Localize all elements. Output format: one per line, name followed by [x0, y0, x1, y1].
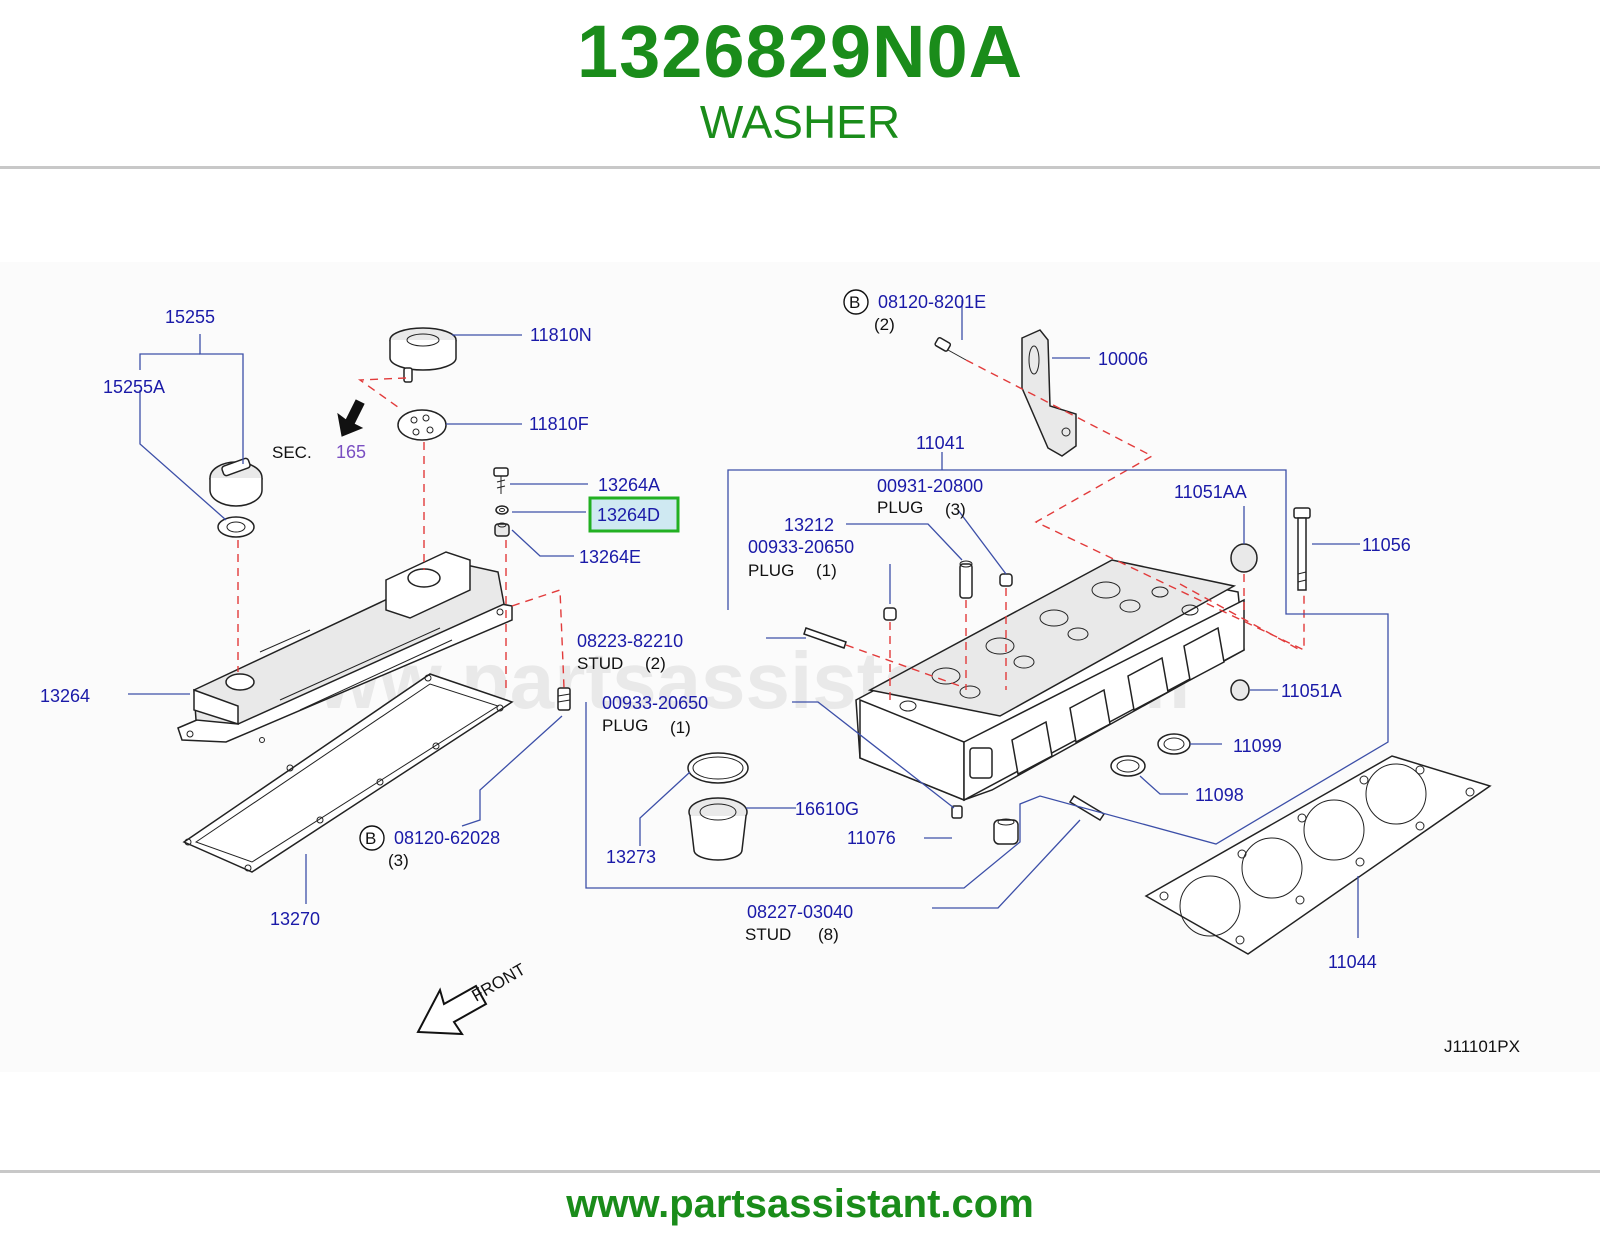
callout-13212[interactable]: 13212 [784, 515, 834, 535]
qty-08227-03040: (8) [818, 925, 839, 944]
callout-11056[interactable]: 11056 [1362, 535, 1411, 555]
plug-00931-drawing [999, 573, 1013, 587]
callout-00933-20650-upper[interactable]: 00933-20650 [748, 537, 854, 557]
callout-13270[interactable]: 13270 [270, 909, 320, 929]
plug-11051A-drawing [1230, 679, 1250, 701]
grommet-13264E-drawing [494, 522, 510, 537]
leader-lines [128, 300, 1389, 938]
breather-drawing [389, 327, 457, 383]
stud-08223-drawing [557, 687, 571, 711]
callout-10006[interactable]: 10006 [1098, 349, 1148, 369]
callout-13264D[interactable]: 13264D [597, 505, 660, 525]
callout-08227-03040[interactable]: 08227-03040 [747, 902, 853, 922]
head-bolt-drawing [1293, 507, 1311, 591]
desc-08227-03040: STUD [745, 925, 791, 944]
callout-00931-20800[interactable]: 00931-20800 [877, 476, 983, 496]
callout-11098[interactable]: 11098 [1195, 785, 1244, 805]
callout-11051AA[interactable]: 11051AA [1174, 482, 1247, 502]
nozzle-sleeve-16610G-drawing [688, 797, 748, 861]
callout-00933-20650-lower[interactable]: 00933-20650 [602, 693, 708, 713]
plug-00933-lower-drawing [993, 818, 1019, 845]
desc-00933-20650-lower: PLUG [602, 716, 648, 735]
drawing-code: J11101PX [1444, 1037, 1520, 1056]
callout-13264E[interactable]: 13264E [579, 547, 641, 567]
badge-letter: B [849, 293, 860, 312]
qty-00933-20650-lower: (1) [670, 718, 691, 737]
part-description: WASHER [699, 96, 901, 148]
cylinder-head-drawing [855, 559, 1245, 802]
assembly-line-stud [511, 589, 565, 689]
washer-13264D-drawing [495, 505, 509, 515]
callout-08120-8201E[interactable]: 08120-8201E [878, 292, 986, 312]
engine-bracket-drawing [1021, 329, 1077, 457]
sec-label: SEC. [272, 443, 312, 462]
seal-11098-drawing [1110, 755, 1146, 777]
desc-00931-20800: PLUG [877, 498, 923, 517]
front-arrow-icon [416, 984, 488, 1036]
badge-b-icon [843, 289, 869, 315]
assembly-line-bracket [965, 359, 1305, 652]
callout-11044[interactable]: 11044 [1328, 952, 1377, 972]
highlight-box [588, 496, 680, 533]
callout-11099[interactable]: 11099 [1233, 736, 1282, 756]
footer-divider [0, 1170, 1600, 1173]
sec-arrow-icon [337, 399, 365, 437]
qty-08120-62028: (3) [388, 851, 409, 870]
header-divider [0, 166, 1600, 169]
callout-08120-62028[interactable]: 08120-62028 [394, 828, 500, 848]
seal-ring-13273-drawing [687, 752, 749, 784]
part-number-title: 1326829N0A [576, 10, 1024, 93]
assembly-line-head-left [845, 588, 1007, 700]
callout-11810N[interactable]: 11810N [530, 325, 592, 345]
page-header: 1326829N0A WASHER [0, 0, 1600, 168]
oil-filler-cap-drawing [209, 457, 263, 507]
badge-letter: B [365, 829, 376, 848]
valve-guide-drawing [959, 560, 973, 599]
sec-number-link[interactable]: 165 [336, 442, 366, 462]
callout-15255A[interactable]: 15255A [103, 377, 165, 397]
callout-11051A[interactable]: 11051A [1281, 681, 1342, 701]
qty-08120-8201E: (2) [874, 315, 895, 334]
qty-00931-20800: (3) [945, 500, 966, 519]
filler-cap-gasket-drawing [217, 516, 255, 538]
qty-00933-20650-upper: (1) [816, 561, 837, 580]
callout-13273[interactable]: 13273 [606, 847, 656, 867]
callout-16610G[interactable]: 16610G [795, 799, 859, 819]
callout-08223-82210[interactable]: 08223-82210 [577, 631, 683, 651]
plug-11076-drawing [951, 805, 963, 819]
desc-00933-20650-upper: PLUG [748, 561, 794, 580]
qty-08223-82210: (2) [645, 654, 666, 673]
footer-url[interactable]: www.partsassistant.com [566, 1182, 1034, 1226]
plug-00933-upper-drawing [883, 607, 897, 621]
head-gasket-drawing [1144, 755, 1492, 955]
callout-11041[interactable]: 11041 [916, 433, 965, 453]
cover-bolt-drawing [493, 467, 509, 494]
front-label: FRONT [469, 960, 529, 1006]
stud-left-drawing [803, 627, 847, 649]
callout-11810F[interactable]: 11810F [529, 414, 589, 434]
valve-cover-drawing [177, 551, 513, 743]
callout-13264[interactable]: 13264 [40, 686, 90, 706]
badge-b-icon [359, 825, 385, 851]
bracket-bolt-drawing [934, 337, 967, 361]
stud-08227-drawing [1068, 794, 1106, 822]
baffle-plate-drawing [397, 409, 447, 441]
valve-cover-gasket-drawing [182, 673, 514, 873]
plug-11051AA-drawing [1230, 543, 1258, 573]
seal-11099-drawing [1157, 733, 1191, 755]
desc-08223-82210: STUD [577, 654, 623, 673]
callout-11076[interactable]: 11076 [847, 828, 896, 848]
assembly-line-breather [357, 377, 425, 570]
callout-13264A[interactable]: 13264A [598, 475, 660, 495]
assembly-line-head-right [1179, 574, 1301, 651]
callout-15255[interactable]: 15255 [165, 307, 215, 327]
